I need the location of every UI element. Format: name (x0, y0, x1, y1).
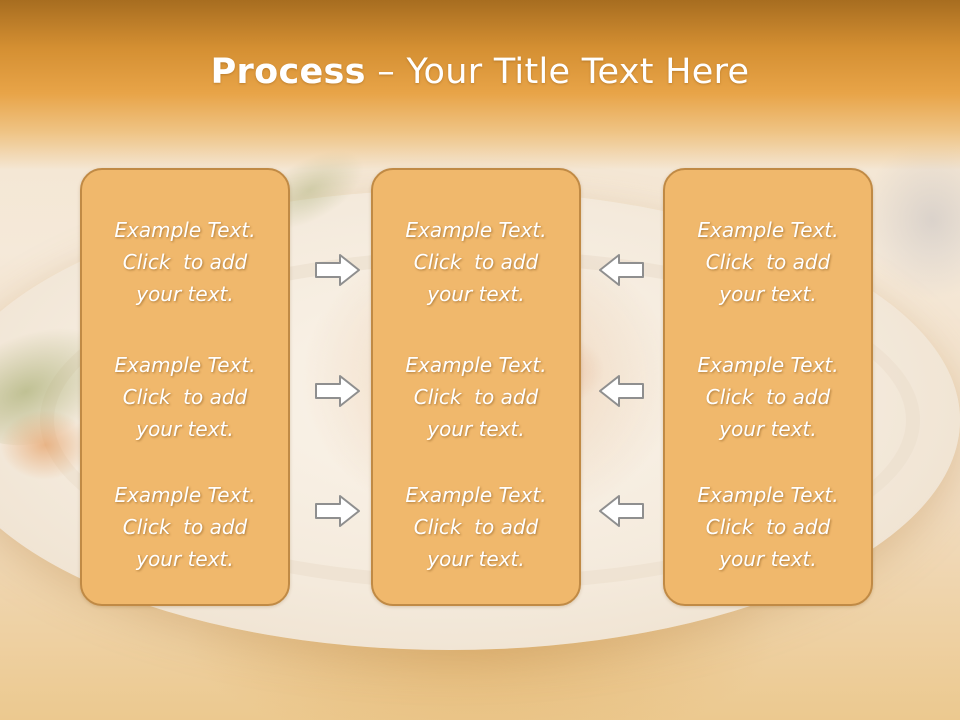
text-line: Example Text. (405, 483, 547, 507)
arrow-left-icon[interactable] (597, 373, 645, 409)
title-bold: Process (210, 52, 366, 92)
text-line: your text. (136, 282, 234, 306)
text-line: your text. (427, 282, 525, 306)
text-placeholder[interactable]: Example Text. Click to add your text. (665, 214, 871, 310)
text-placeholder[interactable]: Example Text. Click to add your text. (373, 479, 579, 575)
title-band (0, 0, 960, 170)
text-line: Example Text. (405, 218, 547, 242)
text-line: Click to add (705, 515, 831, 539)
flower-shape (0, 410, 90, 480)
text-line: Click to add (413, 385, 539, 409)
title-rest: – Your Title Text Here (365, 52, 750, 92)
text-line: Example Text. (114, 483, 256, 507)
text-line: your text. (427, 547, 525, 571)
text-line: Click to add (705, 385, 831, 409)
text-placeholder[interactable]: Example Text. Click to add your text. (82, 479, 288, 575)
column-right: Example Text. Click to add your text. Ex… (663, 168, 873, 606)
text-placeholder[interactable]: Example Text. Click to add your text. (665, 479, 871, 575)
text-line: Click to add (122, 385, 248, 409)
text-line: your text. (719, 417, 817, 441)
text-line: your text. (136, 547, 234, 571)
text-line: Example Text. (697, 218, 839, 242)
text-line: Click to add (122, 515, 248, 539)
arrow-right-icon[interactable] (314, 493, 362, 529)
text-placeholder[interactable]: Example Text. Click to add your text. (82, 214, 288, 310)
text-placeholder[interactable]: Example Text. Click to add your text. (373, 214, 579, 310)
text-line: your text. (136, 417, 234, 441)
text-line: Example Text. (697, 483, 839, 507)
slide-title[interactable]: Process – Your Title Text Here (0, 52, 960, 92)
text-line: your text. (427, 417, 525, 441)
text-line: Click to add (413, 250, 539, 274)
text-line: Click to add (705, 250, 831, 274)
text-line: your text. (719, 547, 817, 571)
arrow-right-icon[interactable] (314, 373, 362, 409)
text-line: Click to add (413, 515, 539, 539)
column-left: Example Text. Click to add your text. Ex… (80, 168, 290, 606)
text-placeholder[interactable]: Example Text. Click to add your text. (82, 349, 288, 445)
text-line: your text. (719, 282, 817, 306)
arrow-left-icon[interactable] (597, 252, 645, 288)
column-middle: Example Text. Click to add your text. Ex… (371, 168, 581, 606)
text-placeholder[interactable]: Example Text. Click to add your text. (665, 349, 871, 445)
text-line: Example Text. (114, 218, 256, 242)
arrow-left-icon[interactable] (597, 493, 645, 529)
arrow-right-icon[interactable] (314, 252, 362, 288)
text-line: Example Text. (697, 353, 839, 377)
text-line: Click to add (122, 250, 248, 274)
text-line: Example Text. (405, 353, 547, 377)
text-placeholder[interactable]: Example Text. Click to add your text. (373, 349, 579, 445)
text-line: Example Text. (114, 353, 256, 377)
